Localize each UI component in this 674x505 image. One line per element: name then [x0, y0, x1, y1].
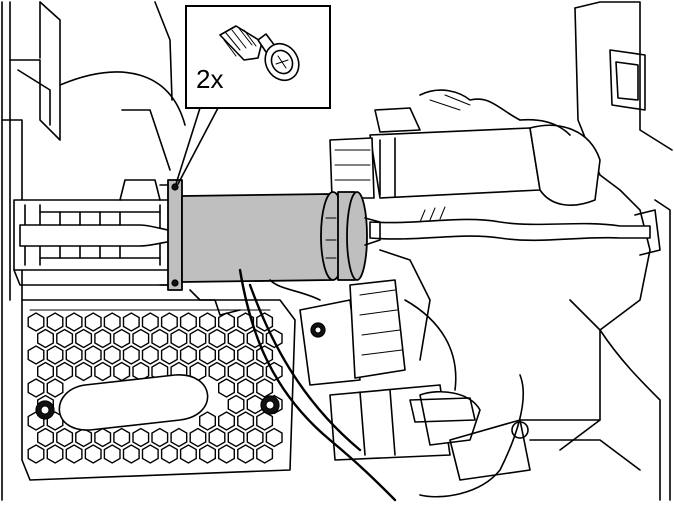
- hex-cell: [37, 361, 54, 382]
- hex-cell: [94, 361, 112, 382]
- hex-cell: [198, 312, 217, 332]
- hex-cell: [198, 345, 217, 365]
- left-bracket: [13, 179, 179, 286]
- quantity-label: 2x: [196, 64, 223, 94]
- hex-cell: [75, 361, 93, 382]
- hex-cell: [160, 345, 178, 365]
- highlighted-cylinder: [159, 179, 381, 291]
- hex-cell: [208, 427, 226, 448]
- hex-cell: [84, 444, 102, 464]
- hex-cell: [103, 444, 121, 464]
- hex-cell: [113, 328, 131, 349]
- hex-cell: [227, 328, 245, 349]
- hex-cell: [132, 328, 150, 349]
- hex-cell: [122, 312, 140, 332]
- right-frame: [519, 1, 673, 501]
- left-frame: [1, 1, 186, 501]
- hex-cell: [256, 378, 274, 398]
- hex-cell: [198, 444, 217, 464]
- hex-cell: [246, 361, 264, 382]
- hex-cell: [151, 427, 169, 448]
- hex-cell: [237, 378, 255, 398]
- hex-cell: [265, 361, 283, 382]
- hex-cell: [113, 361, 131, 382]
- hex-cell: [208, 328, 226, 349]
- hex-cell: [151, 328, 169, 349]
- hex-cell: [65, 345, 83, 365]
- hex-cell: [27, 312, 45, 332]
- hex-cell: [237, 345, 255, 365]
- hex-cell: [122, 444, 140, 464]
- hex-cell: [27, 378, 45, 398]
- hex-cell: [217, 378, 236, 398]
- wiring-harness: [189, 268, 524, 502]
- torx-screw-icon: [219, 25, 300, 82]
- hex-cell: [84, 312, 102, 332]
- upper-actuator: [329, 89, 601, 206]
- hex-cell: [94, 328, 112, 349]
- hex-cell: [256, 411, 274, 431]
- hex-cell: [122, 345, 140, 365]
- hex-cell: [141, 444, 159, 464]
- hex-cell: [256, 444, 274, 464]
- hex-cell: [179, 444, 197, 464]
- hex-cell: [217, 411, 236, 431]
- hex-cell: [84, 345, 102, 365]
- hex-cell: [170, 427, 188, 448]
- hex-cell: [198, 411, 217, 431]
- hex-cell: [103, 312, 121, 332]
- hex-cell: [227, 427, 245, 448]
- hex-cell: [265, 328, 283, 349]
- hex-cell: [208, 361, 226, 382]
- hex-cell: [94, 427, 112, 448]
- hex-cell: [160, 444, 178, 464]
- hex-cell: [37, 427, 54, 448]
- hex-cell: [103, 345, 121, 365]
- hex-cell: [217, 345, 236, 365]
- hex-cell: [27, 345, 45, 365]
- hex-cell: [46, 378, 64, 398]
- hex-cell: [132, 361, 150, 382]
- hex-cell: [46, 345, 64, 365]
- hex-cell: [189, 427, 207, 448]
- hex-cell: [246, 427, 264, 448]
- hex-cell: [132, 427, 150, 448]
- hex-cell: [56, 427, 74, 448]
- hex-cell: [46, 411, 64, 431]
- hex-cell: [46, 444, 64, 464]
- hex-cell: [256, 312, 274, 332]
- hex-cell: [170, 328, 188, 349]
- hex-cell: [46, 312, 64, 332]
- hex-cell: [179, 312, 197, 332]
- hex-cell: [265, 427, 283, 448]
- hex-cell: [65, 312, 83, 332]
- hex-cell: [227, 361, 245, 382]
- hex-cell: [217, 312, 236, 332]
- hex-cell: [217, 444, 236, 464]
- honeycomb-grille: [21, 299, 296, 481]
- lower-mechanism: [299, 249, 531, 481]
- callout-box: 2x: [175, 5, 331, 185]
- hex-cell: [227, 394, 245, 415]
- hex-cell: [65, 444, 83, 464]
- hex-cell: [141, 312, 159, 332]
- hex-cell: [27, 444, 45, 464]
- hex-cell: [237, 411, 255, 431]
- hex-cell: [237, 444, 255, 464]
- hex-cell: [75, 427, 93, 448]
- hex-cell: [256, 345, 274, 365]
- hex-cell: [56, 328, 74, 349]
- hex-cell: [75, 328, 93, 349]
- hex-cell: [189, 328, 207, 349]
- hex-cell: [160, 312, 178, 332]
- hex-cell: [141, 345, 159, 365]
- hex-cell: [113, 427, 131, 448]
- hex-cell: [56, 361, 74, 382]
- drive-rod: [369, 206, 661, 256]
- hex-cell: [37, 328, 54, 349]
- hex-cell: [179, 345, 197, 365]
